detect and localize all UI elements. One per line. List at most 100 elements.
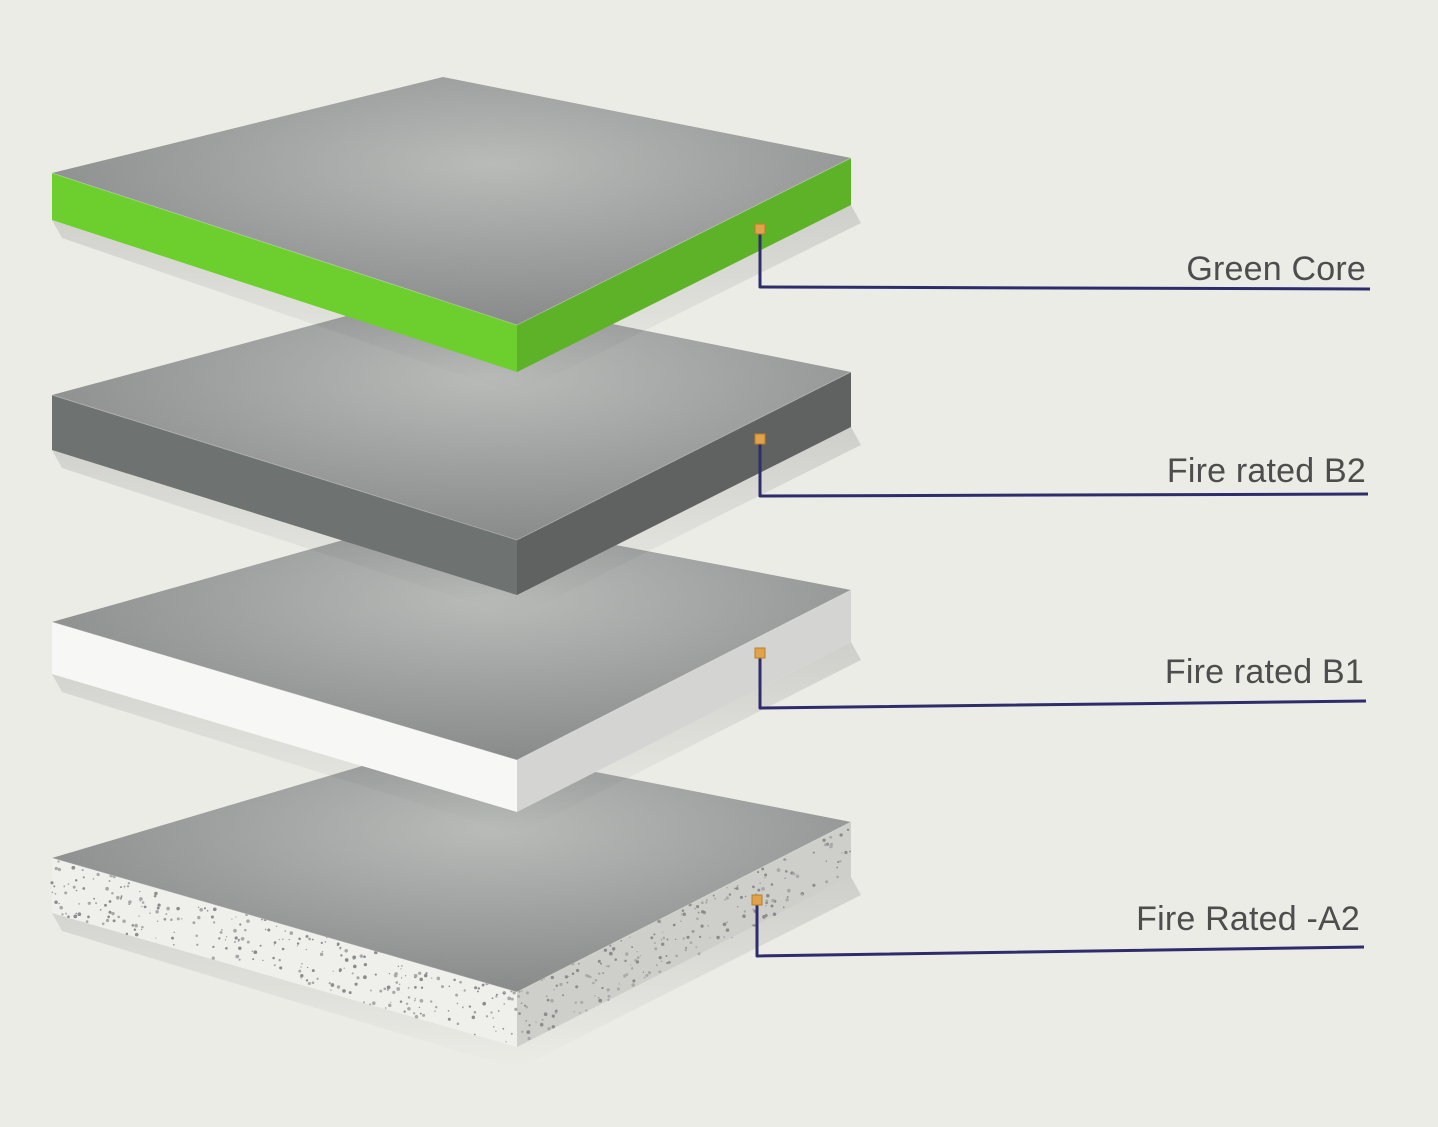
slab-front-edge bbox=[52, 622, 517, 812]
speckle bbox=[714, 897, 717, 900]
slab-speckles bbox=[50, 828, 851, 1043]
speckle bbox=[743, 910, 747, 913]
speckle bbox=[85, 920, 89, 923]
speckle bbox=[390, 1001, 392, 1004]
speckle bbox=[692, 929, 695, 932]
speckle bbox=[273, 944, 275, 946]
speckle bbox=[696, 917, 699, 921]
speckle bbox=[237, 940, 240, 942]
speckle bbox=[662, 936, 666, 940]
speckle bbox=[629, 936, 631, 938]
slab-edge-highlight bbox=[51, 589, 852, 761]
slab-front-edge bbox=[52, 858, 517, 1047]
speckle bbox=[601, 986, 604, 990]
speckle bbox=[165, 913, 168, 915]
speckle bbox=[812, 883, 816, 887]
speckle bbox=[369, 989, 372, 992]
speckle bbox=[95, 902, 98, 905]
speckle bbox=[284, 930, 286, 932]
leader-marker bbox=[754, 433, 766, 445]
speckle bbox=[339, 946, 342, 949]
speckle bbox=[562, 994, 565, 997]
speckle bbox=[289, 931, 294, 935]
speckle bbox=[138, 915, 140, 917]
speckle bbox=[602, 972, 605, 974]
speckle bbox=[306, 966, 309, 969]
speckle bbox=[623, 974, 627, 978]
speckle bbox=[379, 989, 383, 993]
speckle bbox=[301, 963, 303, 965]
speckle bbox=[735, 887, 739, 890]
speckle bbox=[849, 850, 851, 853]
slab-0 bbox=[51, 77, 861, 394]
speckle bbox=[665, 955, 668, 957]
speckle bbox=[567, 975, 570, 978]
speckle bbox=[296, 945, 299, 947]
speckle bbox=[456, 1022, 460, 1026]
speckle bbox=[300, 966, 302, 968]
speckle bbox=[221, 929, 223, 931]
speckle bbox=[321, 950, 324, 953]
speckle bbox=[273, 964, 276, 967]
speckle bbox=[262, 959, 264, 962]
speckle bbox=[757, 871, 760, 874]
speckle bbox=[404, 975, 407, 977]
speckle bbox=[495, 1030, 497, 1032]
speckle bbox=[418, 971, 422, 975]
speckle bbox=[434, 1010, 436, 1012]
speckle bbox=[65, 912, 68, 915]
speckle bbox=[425, 972, 428, 975]
speckle bbox=[238, 958, 241, 961]
speckle bbox=[170, 918, 173, 921]
speckle bbox=[105, 918, 110, 923]
speckle bbox=[594, 995, 596, 997]
speckle bbox=[82, 887, 86, 890]
speckle bbox=[564, 975, 569, 979]
speckle bbox=[104, 903, 107, 907]
speckle bbox=[108, 910, 112, 914]
speckle bbox=[495, 993, 498, 996]
speckle bbox=[765, 904, 767, 907]
speckle bbox=[419, 998, 424, 1003]
speckle bbox=[105, 886, 109, 891]
speckle bbox=[203, 907, 207, 910]
speckle bbox=[672, 923, 676, 927]
speckle bbox=[782, 906, 785, 909]
speckle bbox=[739, 895, 743, 899]
speckle bbox=[420, 986, 424, 989]
speckle bbox=[328, 981, 331, 985]
speckle bbox=[298, 969, 302, 973]
speckle bbox=[703, 910, 706, 914]
speckle bbox=[336, 944, 339, 947]
speckle bbox=[363, 955, 366, 959]
speckle bbox=[784, 877, 786, 879]
speckle bbox=[757, 888, 761, 892]
speckle bbox=[694, 907, 697, 910]
speckle bbox=[413, 1012, 416, 1015]
speckle bbox=[761, 867, 765, 871]
speckle bbox=[363, 962, 368, 967]
speckle bbox=[134, 923, 138, 928]
speckle bbox=[116, 895, 120, 900]
speckle bbox=[423, 973, 428, 978]
speckle bbox=[525, 1005, 529, 1009]
speckle bbox=[261, 918, 263, 921]
speckle bbox=[279, 966, 283, 970]
speckle bbox=[725, 896, 729, 900]
speckle bbox=[575, 968, 580, 973]
speckle bbox=[836, 875, 839, 879]
speckle bbox=[520, 990, 523, 992]
speckle bbox=[844, 850, 848, 855]
speckle bbox=[825, 860, 828, 862]
speckle bbox=[120, 896, 123, 899]
speckle bbox=[631, 946, 634, 949]
speckle bbox=[422, 1013, 426, 1017]
speckle bbox=[825, 880, 829, 884]
leader-line bbox=[755, 904, 1365, 958]
speckle bbox=[675, 954, 678, 958]
speckle bbox=[400, 968, 402, 970]
speckle bbox=[630, 964, 632, 966]
label-fire-rated-b2: Fire rated B2 bbox=[1166, 452, 1366, 490]
speckle bbox=[59, 905, 63, 910]
speckle bbox=[630, 967, 634, 970]
